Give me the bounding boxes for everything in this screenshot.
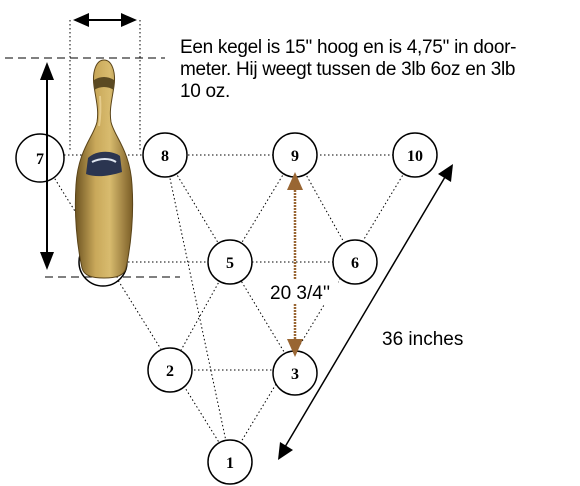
pin-8-label: 8 xyxy=(161,148,169,165)
pin-2-circle xyxy=(147,347,193,393)
pin-6-label: 6 xyxy=(351,255,359,272)
pin-10-circle xyxy=(392,132,438,178)
pin-7-circle xyxy=(15,133,65,183)
pin-description: Een kegel is 15'' hoog en is 4,75'' in d… xyxy=(180,37,580,103)
pin-1-circle xyxy=(207,439,253,485)
width-arrow xyxy=(73,13,137,27)
pin-1-label: 1 xyxy=(226,455,234,472)
diag-10-1-line xyxy=(229,154,416,461)
pin-6-circle xyxy=(332,239,378,285)
pin-description-line-3: 10 oz. xyxy=(180,81,230,102)
diag-8-1-line xyxy=(164,154,231,461)
bowling-pin-icon xyxy=(74,59,134,279)
pin-9-label: 9 xyxy=(291,148,299,165)
left-edge-line xyxy=(39,154,231,461)
pin-5-circle xyxy=(207,239,253,285)
height-arrow xyxy=(40,62,54,270)
pin-7-label: 7 xyxy=(36,151,44,168)
side-length-label: 36 inches xyxy=(382,329,463,350)
pin-5-label: 5 xyxy=(226,255,234,272)
diag-8-3-line xyxy=(164,154,296,371)
inner-distance-label: 20 3/4'' xyxy=(270,283,330,304)
pin-2-label: 2 xyxy=(166,363,174,380)
pin-10-label: 10 xyxy=(407,148,423,165)
pin-description-line-2: meter. Hij weegt tussen de 3lb 6oz en 3l… xyxy=(180,59,516,80)
side-length-arrow xyxy=(281,171,449,453)
inner-distance-label-bg xyxy=(268,280,338,304)
pin-8-circle xyxy=(142,132,188,178)
pin-description-line-1: Een kegel is 15'' hoog en is 4,75'' in d… xyxy=(180,37,517,58)
pin-3-label: 3 xyxy=(291,366,299,383)
pin-circles xyxy=(15,132,438,485)
